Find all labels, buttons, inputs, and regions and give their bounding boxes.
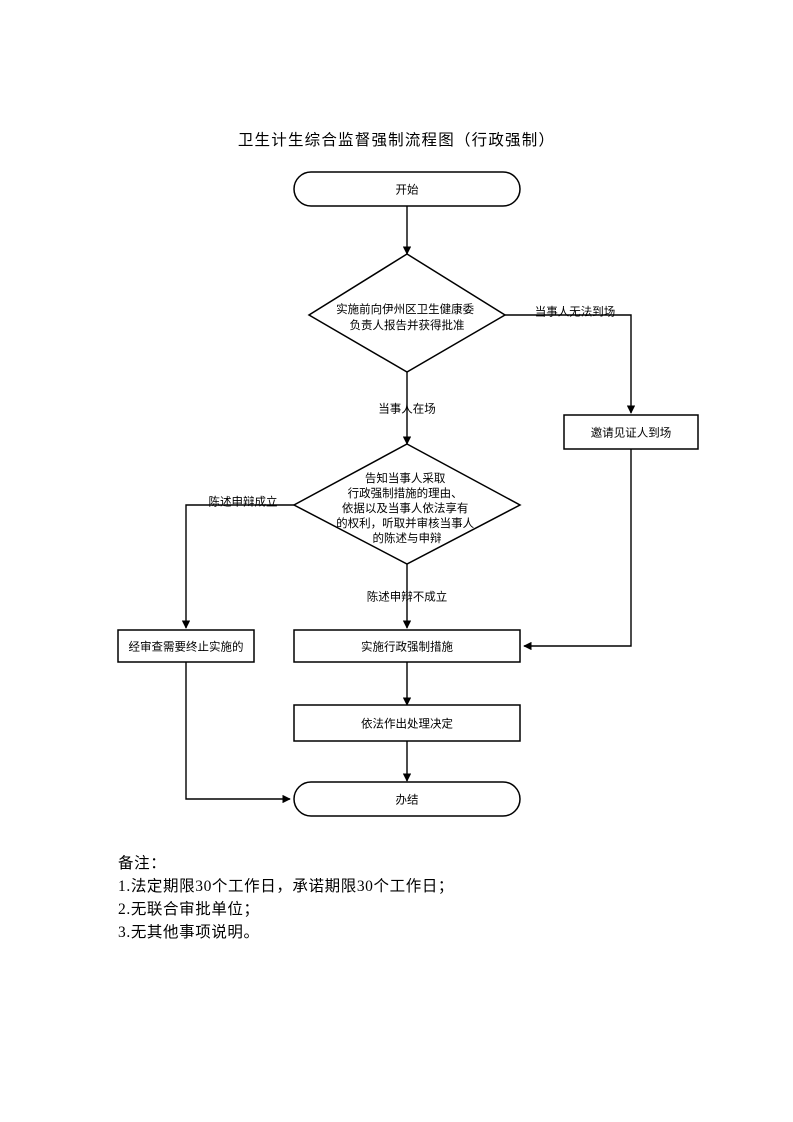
notes-heading: 备注： [118, 855, 167, 872]
node-enforce-label: 实施行政强制措施 [361, 640, 453, 654]
node-decision-label: 依法作出处理决定 [361, 717, 453, 731]
edge-label-defense-rejected: 陈述申辩不成立 [367, 590, 448, 604]
node-terminate-label: 经审查需要终止实施的 [129, 640, 244, 654]
notes-block: 备注： 1.法定期限30个工作日，承诺期限30个工作日； 2.无联合审批单位； … [118, 852, 678, 944]
notes-item: 1.法定期限30个工作日，承诺期限30个工作日； [118, 878, 455, 895]
node-witness-label: 邀请见证人到场 [591, 426, 672, 440]
edge-label-defense-upheld: 陈述申辩成立 [209, 495, 278, 509]
node-terminate[interactable]: 经审查需要终止实施的 [117, 629, 255, 663]
node-inform[interactable]: 告知当事人采取 行政强制措施的理由、 依据以及当事人依法享有 的权利，听取并审核… [292, 443, 522, 565]
node-enforce[interactable]: 实施行政强制措施 [293, 629, 521, 663]
page-title: 卫生计生综合监督强制流程图（行政强制） [237, 132, 556, 149]
node-witness[interactable]: 邀请见证人到场 [563, 414, 699, 450]
node-end[interactable]: 办结 [293, 781, 521, 817]
edge-inform-to-terminate [181, 504, 294, 629]
node-start-label: 开始 [396, 183, 419, 197]
notes-item: 2.无联合审批单位； [118, 901, 260, 918]
edge-witness-to-enforce [523, 449, 632, 651]
notes-item: 3.无其他事项说明。 [118, 924, 260, 941]
edge-terminate-to-end [185, 662, 291, 804]
node-approval[interactable]: 实施前向伊州区卫生健康委 负责人报告并获得批准 [307, 253, 507, 373]
node-approval-label: 实施前向伊州区卫生健康委 负责人报告并获得批准 [336, 302, 478, 332]
node-end-label: 办结 [396, 793, 419, 807]
edge-label-party-absent: 当事人无法到场 [535, 305, 616, 319]
node-start[interactable]: 开始 [293, 171, 521, 207]
edge-label-party-present: 当事人在场 [378, 402, 436, 416]
edge-approval-to-witness [505, 314, 636, 414]
node-decision[interactable]: 依法作出处理决定 [293, 704, 521, 742]
node-inform-label: 告知当事人采取 行政强制措施的理由、 依据以及当事人依法享有 的权利，听取并审核… [336, 471, 478, 545]
